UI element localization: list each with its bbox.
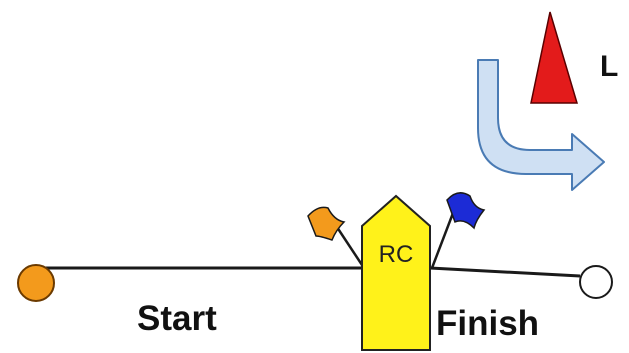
white-buoy-icon <box>579 265 613 299</box>
red-cone-mark-icon <box>530 11 579 104</box>
orange-buoy-icon <box>17 264 55 302</box>
rc-label: RC <box>379 241 414 268</box>
finish-line <box>429 266 581 278</box>
orange-flag-icon <box>307 206 346 241</box>
finish-label: Finish <box>436 304 539 343</box>
committee-boat-icon <box>361 194 431 351</box>
blue-flag-icon <box>446 192 486 230</box>
curved-arrow-icon <box>477 59 605 191</box>
mark-label: L <box>600 50 618 83</box>
start-label: Start <box>137 299 217 338</box>
